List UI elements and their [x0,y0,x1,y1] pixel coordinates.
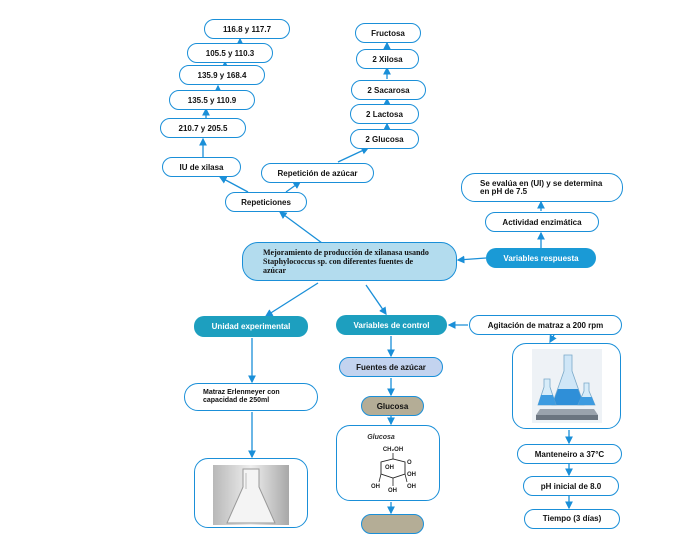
condition-node[interactable]: Tiempo (3 días) [524,509,620,529]
actividad-enzimatica-label: Actividad enzimática [502,217,582,227]
shaker-image-node[interactable] [512,343,621,429]
glucosa-structure-node[interactable]: Glucosa CH₂OH O OH OH OH OH OH [336,425,440,501]
condition-label: pH inicial de 8.0 [540,481,602,491]
agitacion-label: Agitación de matraz a 200 rpm [487,320,604,330]
ring-oxygen-label: O [407,460,412,466]
variables-respuesta-node[interactable]: Variables respuesta [486,248,596,268]
actividad-enzimatica-node[interactable]: Actividad enzimática [485,212,599,232]
fuentes-azucar-node[interactable]: Fuentes de azúcar [339,357,443,377]
iu-value-label: 210.7 y 205.5 [178,123,228,133]
oh-label: OH [385,465,394,471]
shaker-flasks-icon [531,349,602,423]
repeticion-azucar-label: Repetición de azúcar [277,168,358,178]
evaluacion-label: Se evalúa en (UI) y se determina en pH d… [480,178,603,196]
glucosa-label: Glucosa [376,401,409,411]
flask-image-node[interactable] [194,458,308,528]
matraz-node[interactable]: Matraz Erlenmeyer con capacidad de 250ml [184,383,318,411]
repeticion-azucar-node[interactable]: Repetición de azúcar [261,163,374,183]
next-sugar-node[interactable] [361,514,424,534]
azucar-value-node[interactable]: Fructosa [355,23,421,43]
main-topic-node[interactable]: Mejoramiento de producción de xilanasa u… [242,242,457,281]
iu-value-node[interactable]: 135.9 y 168.4 [179,65,265,85]
iu-value-label: 135.9 y 168.4 [197,70,247,80]
iu-xilasa-node[interactable]: IU de xilasa [162,157,241,177]
agitacion-node[interactable]: Agitación de matraz a 200 rpm [469,315,622,335]
ch2oh-label: CH₂OH [383,447,403,453]
condition-label: Manteneiro a 37°C [534,449,605,459]
fuentes-azucar-label: Fuentes de azúcar [356,362,426,372]
condition-node[interactable]: Manteneiro a 37°C [517,444,622,464]
iu-value-label: 135.5 y 110.9 [187,95,237,105]
iu-value-node[interactable]: 135.5 y 110.9 [169,90,255,110]
azucar-value-label: 2 Lactosa [366,109,403,119]
oh-label: OH [407,472,416,478]
azucar-value-label: Fructosa [371,28,405,38]
glucose-structure-icon: Glucosa CH₂OH O OH OH OH OH OH [367,434,416,494]
azucar-value-node[interactable]: 2 Lactosa [350,104,419,124]
iu-value-node[interactable]: 116.8 y 117.7 [204,19,290,39]
repeticiones-node[interactable]: Repeticiones [225,192,307,212]
iu-value-label: 116.8 y 117.7 [222,24,272,34]
unidad-experimental-label: Unidad experimental [211,322,291,331]
oh-label: OH [407,484,416,490]
erlenmeyer-flask-icon [213,465,289,525]
glucosa-node[interactable]: Glucosa [361,396,424,416]
unidad-experimental-node[interactable]: Unidad experimental [194,316,308,337]
condition-label: Tiempo (3 días) [542,514,602,523]
azucar-value-label: 2 Glucosa [365,134,404,144]
oh-label: OH [388,488,397,494]
main-topic-label: Mejoramiento de producción de xilanasa u… [263,248,429,275]
iu-value-node[interactable]: 210.7 y 205.5 [160,118,246,138]
iu-value-label: 105.5 y 110.3 [205,48,255,58]
matraz-label: Matraz Erlenmeyer con capacidad de 250ml [203,389,280,404]
variables-control-node[interactable]: Variables de control [336,315,447,335]
azucar-value-label: 2 Sacarosa [367,85,410,95]
evaluacion-node[interactable]: Se evalúa en (UI) y se determina en pH d… [461,173,623,202]
azucar-value-node[interactable]: 2 Xilosa [356,49,419,69]
iu-value-node[interactable]: 105.5 y 110.3 [187,43,273,63]
repeticiones-label: Repeticiones [241,197,291,207]
azucar-value-label: 2 Xilosa [372,54,403,64]
iu-xilasa-label: IU de xilasa [179,162,224,172]
variables-respuesta-label: Variables respuesta [503,253,579,263]
glucose-structure-title: Glucosa [367,434,395,441]
variables-control-label: Variables de control [353,320,430,330]
azucar-value-node[interactable]: 2 Sacarosa [351,80,426,100]
condition-node[interactable]: pH inicial de 8.0 [523,476,619,496]
connector-lines [199,37,573,515]
oh-label: OH [371,484,380,490]
azucar-value-node[interactable]: 2 Glucosa [350,129,419,149]
